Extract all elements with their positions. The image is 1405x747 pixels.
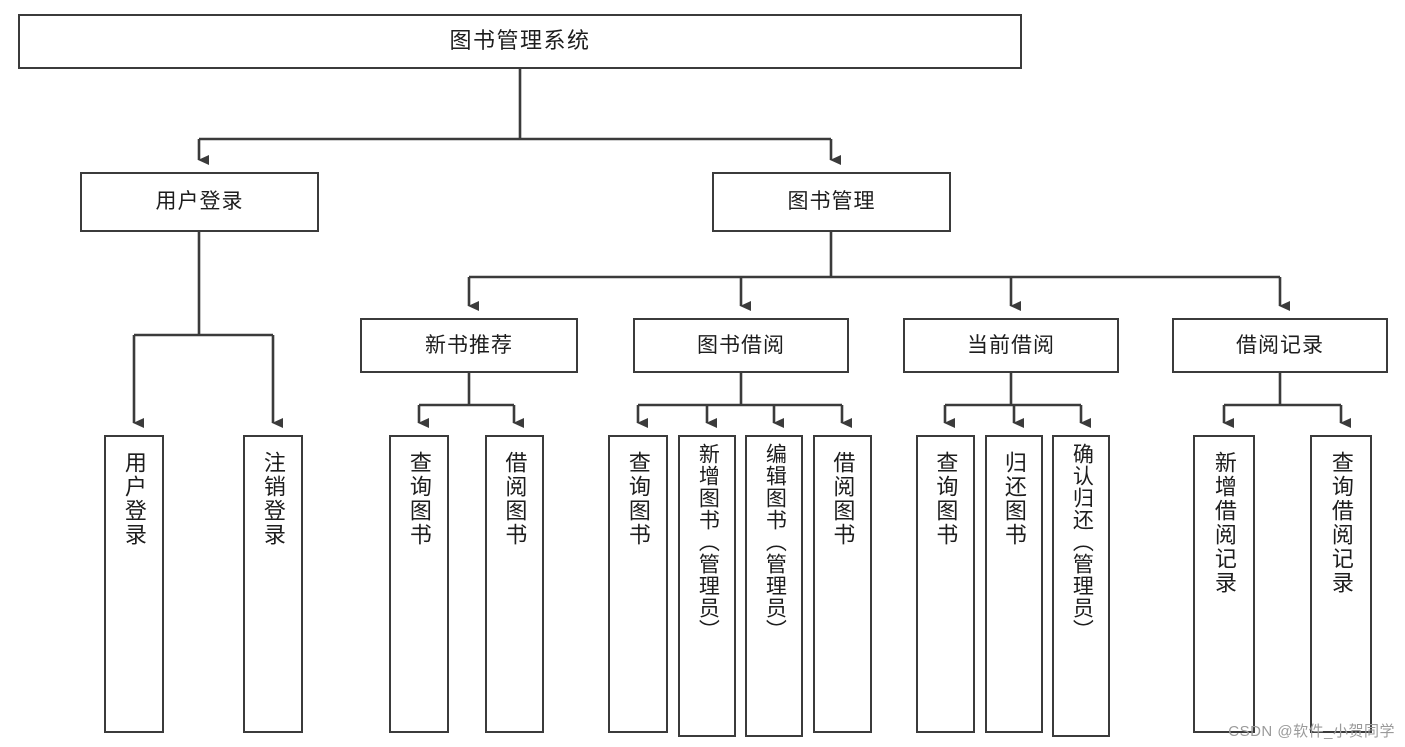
node-leaf-query-book-recommend[interactable]: 查询图书: [389, 435, 449, 733]
node-current-borrow-label: 当前借阅: [967, 333, 1055, 357]
node-leaf-logout-label: 注销登录: [260, 451, 286, 547]
node-leaf-confirm-return-label: 确认归还（管理员）: [1070, 443, 1094, 641]
node-leaf-borrow-book-label: 借阅图书: [830, 451, 856, 547]
node-leaf-query-book-current-label: 查询图书: [933, 451, 959, 547]
node-leaf-query-borrow-record-label: 查询借阅记录: [1328, 451, 1354, 595]
node-leaf-logout[interactable]: 注销登录: [243, 435, 303, 733]
node-root-label: 图书管理系统: [449, 28, 591, 54]
node-user-login[interactable]: 用户登录: [80, 172, 319, 232]
node-book-management[interactable]: 图书管理: [712, 172, 951, 232]
node-root[interactable]: 图书管理系统: [18, 14, 1022, 69]
node-leaf-user-login-label: 用户登录: [121, 451, 147, 547]
node-leaf-query-book-current[interactable]: 查询图书: [916, 435, 975, 733]
node-borrow-record-label: 借阅记录: [1236, 333, 1324, 357]
node-leaf-query-book-recommend-label: 查询图书: [406, 451, 432, 547]
node-leaf-query-book-borrow[interactable]: 查询图书: [608, 435, 668, 733]
node-leaf-add-borrow-record-label: 新增借阅记录: [1211, 451, 1237, 595]
node-book-management-label: 图书管理: [787, 190, 876, 214]
node-book-borrow[interactable]: 图书借阅: [633, 318, 849, 373]
node-leaf-edit-book-label: 编辑图书（管理员）: [763, 443, 787, 641]
node-leaf-query-borrow-record[interactable]: 查询借阅记录: [1310, 435, 1372, 733]
node-leaf-return-book[interactable]: 归还图书: [985, 435, 1043, 733]
node-leaf-add-book[interactable]: 新增图书（管理员）: [678, 435, 736, 737]
watermark: CSDN @软件_小贺同学: [1228, 723, 1395, 740]
node-user-login-label: 用户登录: [155, 190, 244, 214]
node-leaf-add-borrow-record[interactable]: 新增借阅记录: [1193, 435, 1255, 733]
node-borrow-record[interactable]: 借阅记录: [1172, 318, 1388, 373]
node-leaf-confirm-return[interactable]: 确认归还（管理员）: [1052, 435, 1110, 737]
node-leaf-borrow-book[interactable]: 借阅图书: [813, 435, 872, 733]
node-new-book-recommend[interactable]: 新书推荐: [360, 318, 578, 373]
node-leaf-edit-book[interactable]: 编辑图书（管理员）: [745, 435, 803, 737]
node-book-borrow-label: 图书借阅: [697, 333, 785, 357]
node-leaf-borrow-book-recommend[interactable]: 借阅图书: [485, 435, 544, 733]
node-leaf-user-login[interactable]: 用户登录: [104, 435, 164, 733]
node-leaf-query-book-borrow-label: 查询图书: [625, 451, 651, 547]
node-current-borrow[interactable]: 当前借阅: [903, 318, 1119, 373]
node-leaf-return-book-label: 归还图书: [1001, 451, 1027, 547]
node-new-book-recommend-label: 新书推荐: [425, 333, 513, 357]
node-leaf-add-book-label: 新增图书（管理员）: [696, 443, 720, 641]
node-leaf-borrow-book-recommend-label: 借阅图书: [502, 451, 528, 547]
